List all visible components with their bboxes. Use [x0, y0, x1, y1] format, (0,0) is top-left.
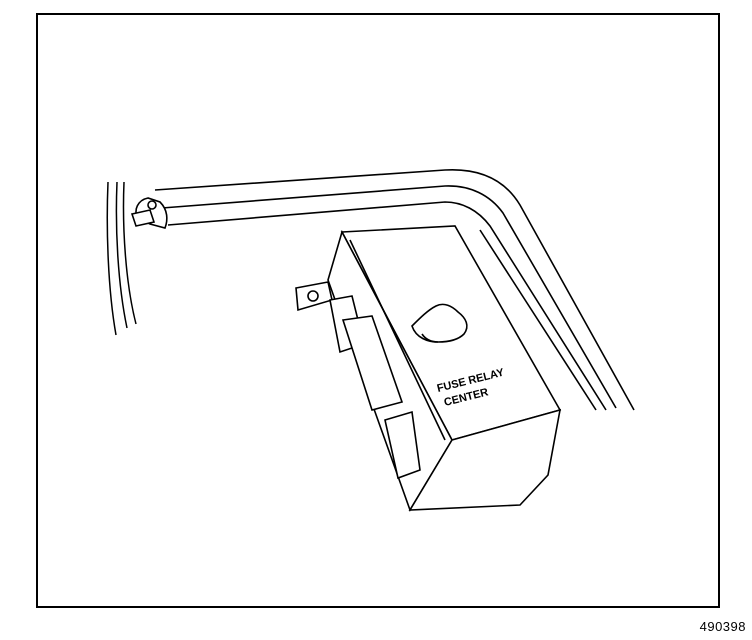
- connector-icon: [329, 295, 421, 480]
- wiring-harness: [154, 169, 635, 411]
- harness-clip: [130, 197, 168, 229]
- figure-number: 490398: [699, 619, 746, 634]
- diagram-frame: [36, 13, 720, 608]
- body-panel-edge: [106, 181, 137, 336]
- box-front-face: [408, 408, 562, 511]
- mounting-tab-icon: [295, 281, 333, 312]
- wing-nut-icon: [411, 303, 468, 343]
